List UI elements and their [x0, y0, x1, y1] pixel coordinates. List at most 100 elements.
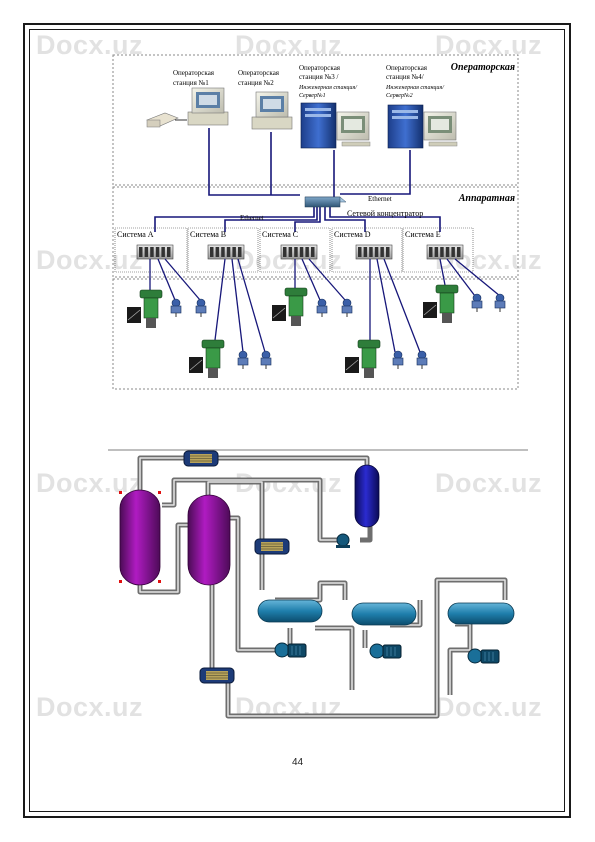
system-d-label: Система D — [334, 230, 371, 239]
pump-4 — [467, 648, 500, 664]
station-3-line4: Сервер№1 — [299, 93, 326, 99]
drum-icon — [351, 602, 417, 626]
drum-2 — [351, 602, 417, 626]
vessel-icon — [354, 464, 380, 528]
network-hub: Ethernet Ethernet Сетевой концентратор — [240, 195, 423, 222]
controller-rack-icon — [207, 244, 245, 260]
watermark: Docx.uz — [435, 692, 543, 722]
system-c-label: Система С — [262, 230, 298, 239]
transmitter-icon — [341, 298, 353, 317]
heat-exchanger-3 — [199, 667, 235, 684]
station-1-line1: Операторская — [173, 69, 215, 77]
watermark: Docx.uz — [435, 468, 543, 498]
column-vessel-2 — [187, 494, 231, 586]
station-3-line3: Инженерная станция/ — [298, 85, 358, 91]
field-cable — [308, 258, 346, 301]
field-cable — [237, 258, 266, 353]
pump-1 — [336, 533, 350, 548]
system-a-label: Система А — [117, 230, 154, 239]
column-vessel-1 — [119, 489, 161, 586]
station-3-line2: станция №3 / — [299, 73, 338, 81]
control-valve-icon — [272, 287, 308, 326]
operator-station-1: Операторская станция №1 — [146, 69, 229, 128]
heat-exchanger-2 — [254, 538, 290, 555]
system-a-box — [114, 227, 188, 273]
field-cable — [157, 258, 176, 301]
station-2-line1: Операторская — [238, 69, 280, 77]
station-1-line2: станция №1 — [173, 79, 209, 87]
operator-room-label: Операторская — [451, 62, 515, 73]
control-valve-icon — [345, 339, 381, 378]
vessel-icon — [119, 489, 161, 586]
transmitter-icon — [237, 350, 249, 369]
pump-3 — [369, 643, 402, 659]
field-cable — [376, 258, 396, 353]
system-d-box — [331, 227, 403, 273]
ethernet-mid-label: Ethernet — [240, 214, 264, 222]
field-cable — [454, 258, 501, 297]
operator-station-3: Операторская станция №3 / Инженерная ста… — [298, 64, 371, 149]
system-e-label: Система Е — [405, 230, 441, 239]
heat-exchangers — [183, 450, 290, 684]
controller-rack-icon — [136, 244, 174, 260]
station-4-line4: Сервер№2 — [386, 93, 413, 99]
field-devices — [127, 258, 506, 378]
hardware-room-zone — [112, 186, 519, 278]
hub-icon — [304, 196, 341, 208]
field-cable — [383, 258, 421, 353]
control-valve-icon — [189, 339, 225, 378]
watermark: Docx.uz — [36, 468, 144, 498]
field-cable — [231, 258, 244, 353]
transmitter-icon — [392, 350, 404, 369]
watermark: Docx.uz — [435, 30, 543, 60]
controller-rack-icon — [355, 244, 393, 260]
page-number: 44 — [291, 757, 304, 768]
pump-2 — [274, 642, 307, 658]
watermark: Docx.uz — [235, 30, 343, 60]
system-b-label: Система В — [190, 230, 226, 239]
operator-station-2: Операторская станция №2 — [238, 69, 293, 130]
controller-systems: Система А Система В Система С Система D … — [114, 227, 474, 273]
station-4-line2: станция №4/ — [386, 73, 424, 81]
controller-rack-icon — [280, 244, 318, 260]
blue-vessel — [354, 464, 380, 528]
hub-label: Сетевой концентратор — [347, 209, 423, 218]
field-cable — [301, 258, 321, 301]
ethernet-top-label: Ethernet — [368, 195, 392, 203]
drum-icon — [257, 599, 323, 623]
station-3-line1: Операторская — [299, 64, 341, 72]
page-border-inner — [29, 29, 565, 812]
field-cable — [439, 258, 446, 286]
hardware-room-label: Аппаратная — [458, 193, 515, 204]
station-2-line2: станция №2 — [238, 79, 274, 87]
network-cables — [154, 128, 441, 232]
field-cable — [214, 258, 226, 341]
page-border-outer — [23, 23, 571, 818]
transmitter-icon — [416, 350, 428, 369]
drum-3 — [447, 602, 515, 625]
transmitter-icon — [471, 293, 483, 312]
field-cable — [446, 258, 476, 297]
transmitter-icon — [195, 298, 207, 317]
system-e-box — [402, 227, 474, 273]
field-zone — [112, 278, 519, 390]
operator-station-4: Операторская станция №4/ Инженерная стан… — [385, 64, 458, 149]
control-valve-icon — [423, 284, 459, 323]
heat-exchanger-1 — [183, 450, 219, 467]
field-cable — [164, 258, 201, 301]
transmitter-icon — [494, 293, 506, 312]
operator-room-zone — [112, 54, 519, 186]
drum-icon — [447, 602, 515, 625]
station-4-line1: Операторская — [386, 64, 428, 72]
watermark: Docx.uz — [36, 30, 144, 60]
controller-rack-icon — [426, 244, 464, 260]
station-4-line3: Инженерная станция/ — [385, 85, 445, 91]
transmitter-icon — [316, 298, 328, 317]
transmitter-icon — [170, 298, 182, 317]
control-valve-icon — [127, 289, 163, 328]
watermark: Docx.uz — [36, 245, 144, 275]
drum-1 — [257, 599, 323, 623]
watermark: Docx.uz — [36, 692, 144, 722]
